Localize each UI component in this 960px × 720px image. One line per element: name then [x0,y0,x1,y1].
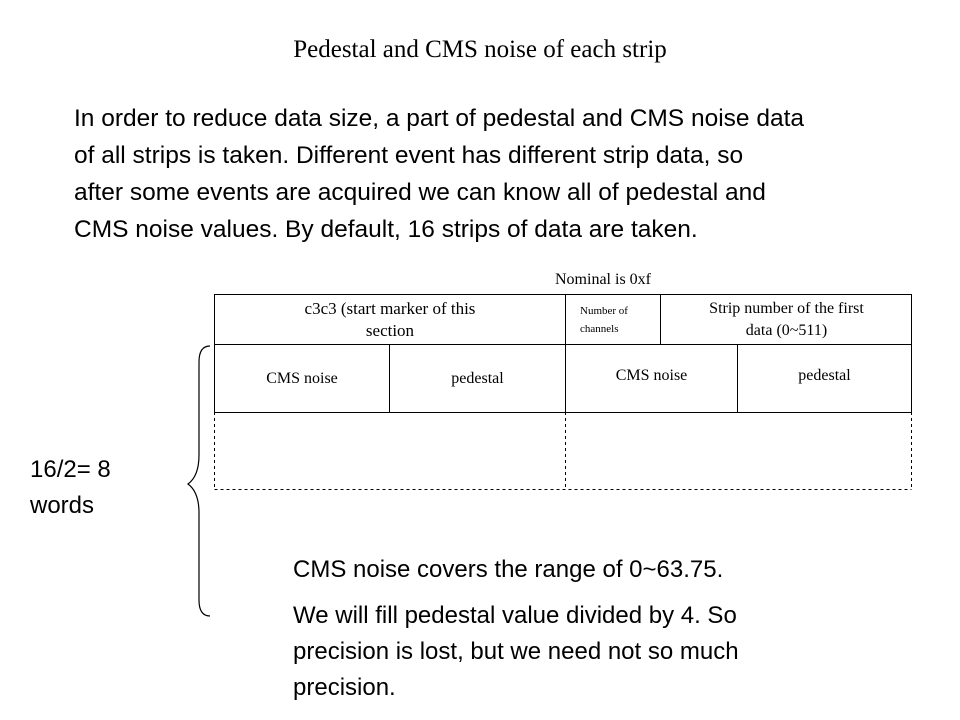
start-marker-line: section [365,320,415,340]
words-count-line: words [30,492,95,519]
pedestal-note-line: precision. [293,674,396,701]
pedestal-note-line: We will fill pedestal value divided by 4… [293,602,737,629]
dashed-continuation [214,412,912,490]
start-marker-field: c3c3 (start marker of this section [215,294,565,345]
start-marker-line: c3c3 (start marker of this [304,298,476,318]
pedestal-cell: pedestal [798,366,851,384]
notes: CMS noise covers the range of 0~63.75. W… [293,552,913,706]
pedestal-cell: pedestal [451,369,504,387]
intro-line: In order to reduce data size, a part of … [74,105,804,132]
intro-line: CMS noise values. By default, 16 strips … [74,216,698,243]
first-strip-line: data (0~511) [745,321,828,339]
cms-noise-cell: CMS noise [266,369,338,387]
cms-noise-cell: CMS noise [615,366,688,384]
slide-title: Pedestal and CMS noise of each strip [293,36,667,63]
nominal-note: Nominal is 0xf [555,271,651,288]
number-of-channels-field: Number of channels [566,294,660,345]
words-count-line: 16/2= 8 [30,456,111,483]
cms-range-note: CMS noise covers the range of 0~63.75. [293,556,724,583]
words-count-label: 16/2= 8 words [30,452,111,524]
first-strip-field: Strip number of the first data (0~511) [661,294,912,345]
channels-line: Number of [580,304,628,317]
brace-shape [186,345,211,617]
intro-line: of all strips is taken. Different event … [74,142,744,169]
intro-line: after some events are acquired we can kn… [74,179,766,206]
pedestal-note-line: precision is lost, but we need not so mu… [293,638,739,665]
intro-paragraph: In order to reduce data size, a part of … [74,100,934,248]
data-row-box [214,344,912,413]
channels-line: channels [580,322,619,335]
first-strip-line: Strip number of the first [709,299,864,317]
